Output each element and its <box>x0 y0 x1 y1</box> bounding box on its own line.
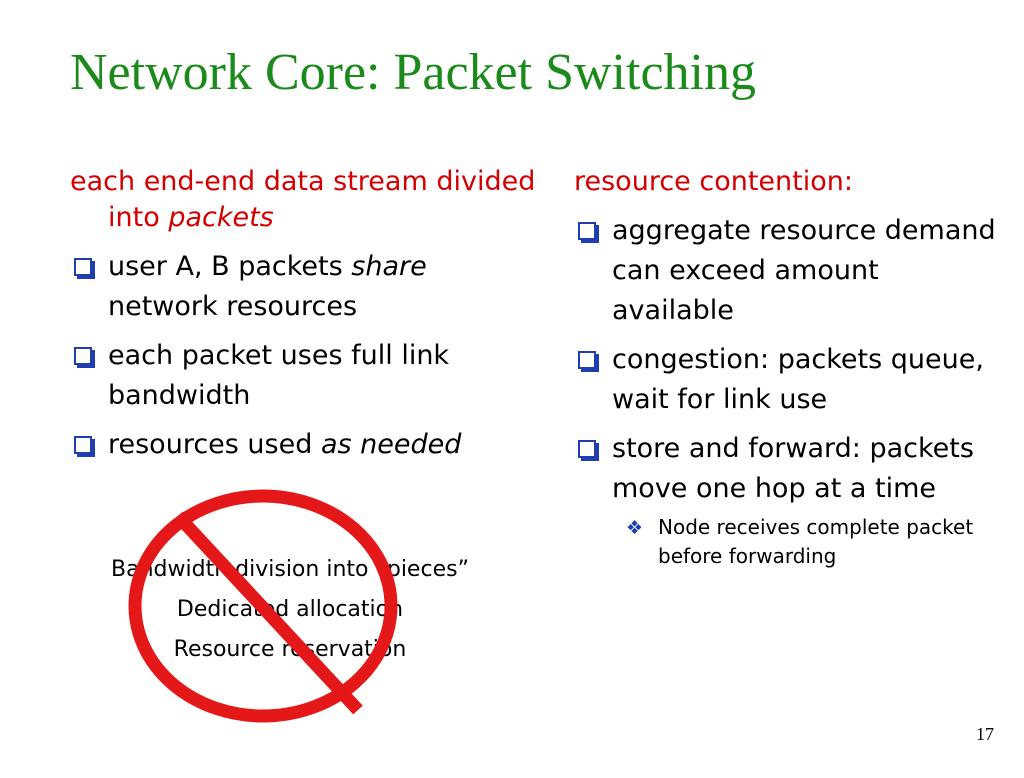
list-item: resources used as needed <box>70 425 540 465</box>
list-item: user A, B packets share network resource… <box>70 247 540 327</box>
sub-list-item: ❖ Node receives complete packet before f… <box>574 513 1004 571</box>
diamond-bullet-icon: ❖ <box>626 517 644 539</box>
crossed-out-item: Resource reservation <box>173 637 407 662</box>
page-title: Network Core: Packet Switching <box>70 44 756 101</box>
list-item: congestion: packets queue, wait for link… <box>574 340 1004 420</box>
checkbox-bullet-icon <box>578 222 596 240</box>
bullet-text: resources used <box>108 429 321 460</box>
bullet-text: aggregate resource demand can exceed amo… <box>612 215 996 326</box>
left-column: each end-end data stream divided into pa… <box>70 164 540 474</box>
left-heading-text: each end-end data stream divided into <box>70 166 536 233</box>
list-item: aggregate resource demand can exceed amo… <box>574 211 1004 331</box>
crossed-out-item: Bandwidth division into “pieces” <box>111 557 469 582</box>
checkbox-bullet-icon <box>74 347 92 365</box>
bullet-emphasis: share <box>351 251 427 282</box>
left-heading: each end-end data stream divided into pa… <box>70 164 540 236</box>
bullet-text: store and forward: packets move one hop … <box>612 433 974 504</box>
left-heading-emphasis: packets <box>168 202 274 233</box>
checkbox-bullet-icon <box>74 258 92 276</box>
checkbox-bullet-icon <box>578 440 596 458</box>
bullet-text: each packet uses full link bandwidth <box>108 340 450 411</box>
bullet-text: user A, B packets <box>108 251 352 282</box>
list-item: each packet uses full link bandwidth <box>70 336 540 416</box>
crossed-out-list: Bandwidth division into “pieces” Dedicat… <box>60 550 520 670</box>
list-item: store and forward: packets move one hop … <box>574 429 1004 571</box>
right-heading: resource contention: <box>574 166 853 197</box>
sub-bullet-text: Node receives complete packet before for… <box>658 515 974 568</box>
checkbox-bullet-icon <box>578 351 596 369</box>
bullet-text: congestion: packets queue, wait for link… <box>612 344 984 415</box>
crossed-out-item: Dedicated allocation <box>176 597 404 622</box>
checkbox-bullet-icon <box>74 436 92 454</box>
right-column: resource contention: aggregate resource … <box>574 164 1004 580</box>
bullet-emphasis: as needed <box>320 429 462 460</box>
page-number: 17 <box>976 724 994 744</box>
bullet-text-tail: network resources <box>108 291 358 322</box>
